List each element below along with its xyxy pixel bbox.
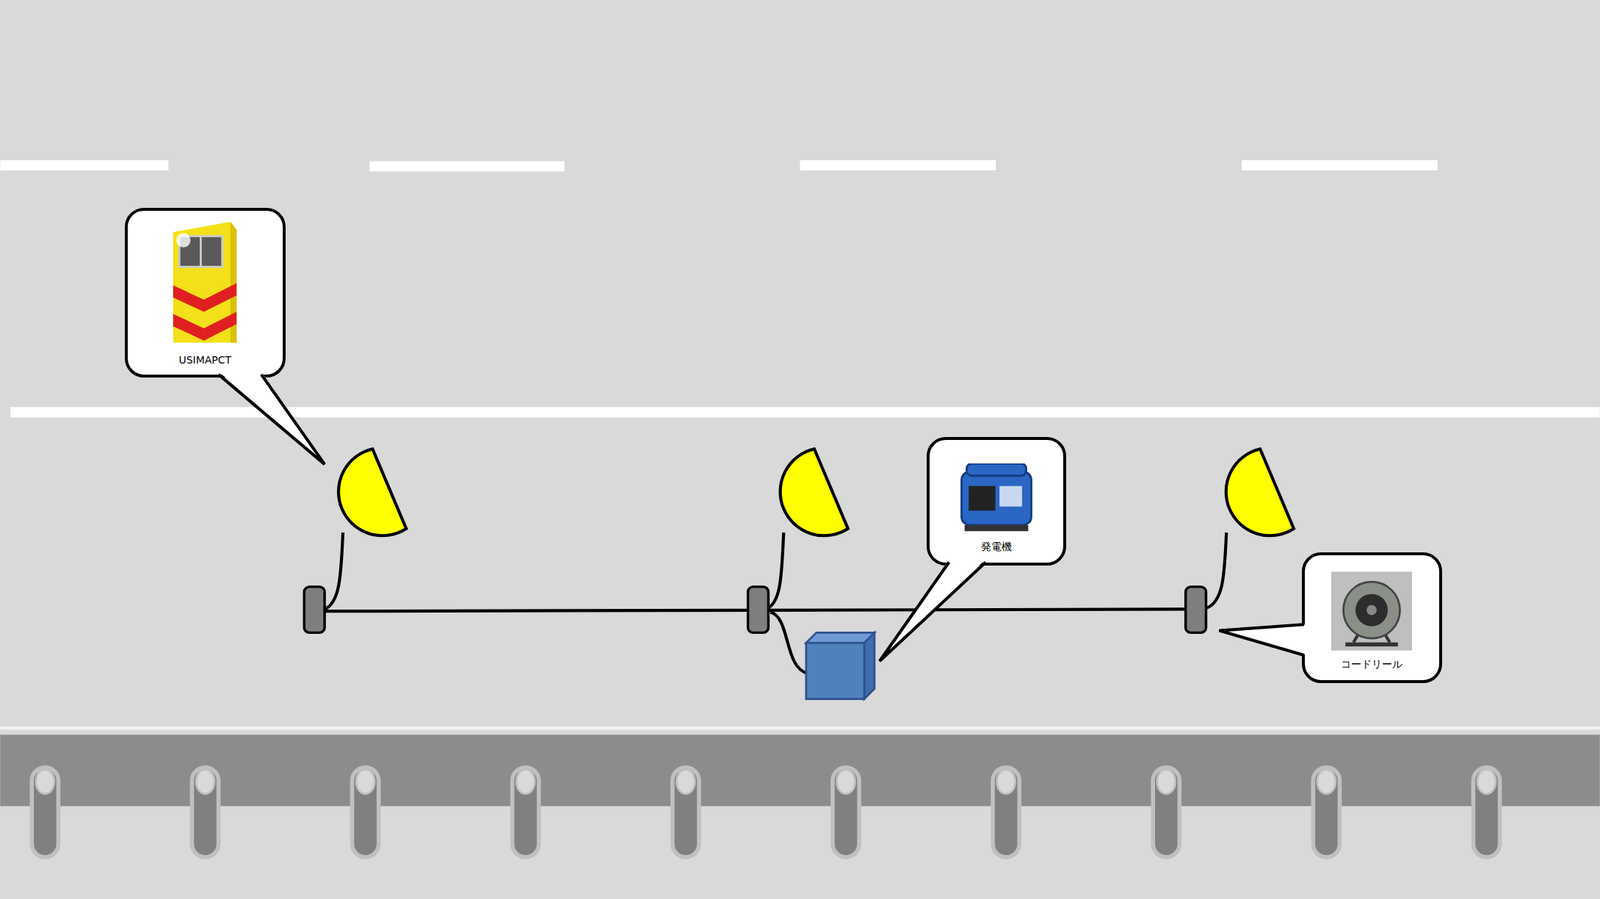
guardrail-post: [1472, 767, 1500, 857]
callout-label: コードリール: [1340, 657, 1403, 672]
callout-tail: [879, 558, 986, 661]
generator-box: [806, 632, 875, 699]
callout-box: USIMAPCT: [124, 207, 287, 378]
lane-dashes: [0, 160, 1438, 172]
guardrail-post: [832, 767, 860, 857]
warning-lamp: [780, 448, 849, 536]
edge-line: [0, 726, 1600, 730]
equipment-photo: [958, 463, 1035, 537]
guardrail-posts: [31, 767, 1500, 857]
guardrail-post: [992, 767, 1020, 857]
guardrail: [0, 734, 1600, 806]
cable-weight: [303, 586, 325, 633]
guardrail-post: [191, 767, 219, 857]
callout-tail: [218, 371, 325, 465]
guardrail-post: [31, 767, 59, 857]
guardrail-post: [1152, 767, 1180, 857]
guardrail-post: [512, 767, 539, 857]
equipment-photo: [171, 221, 239, 350]
callout-label: 発電機: [981, 540, 1012, 554]
guardrail-post: [352, 767, 379, 857]
guardrail-post: [1312, 767, 1340, 857]
callout-box: コードリール: [1301, 552, 1442, 683]
warning-lamp: [338, 448, 407, 536]
guardrail-post: [672, 767, 700, 857]
warning-lamp: [1226, 448, 1294, 536]
lane-line: [10, 406, 1600, 418]
equipment-photo: [1331, 571, 1413, 654]
callout-box: 発電機: [926, 436, 1067, 566]
cable: [324, 532, 1227, 674]
cable-weights: [303, 586, 1206, 633]
cable-weight: [1185, 586, 1207, 633]
cable-weight: [748, 586, 769, 633]
callout-label: USIMAPCT: [178, 353, 232, 366]
callout-tail: [1219, 624, 1308, 655]
warning-lamps: [338, 448, 1294, 536]
